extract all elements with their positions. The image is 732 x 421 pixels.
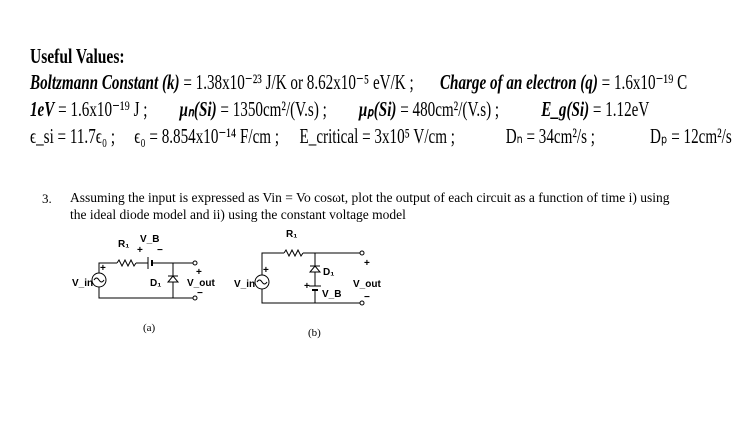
circuit-b-caption: (b) bbox=[308, 327, 321, 339]
circuit-a-out-top-terminal bbox=[192, 260, 198, 266]
eps-0: ϵ₀ = 8.854x10⁻¹⁴ F/cm ; bbox=[134, 124, 280, 148]
circuit-b bbox=[254, 248, 365, 306]
circuit-b-battery-plus: + bbox=[304, 281, 310, 292]
circuit-a-caption: (a) bbox=[143, 322, 156, 334]
mup-value: = 480cm²/(V.s) ; bbox=[396, 97, 500, 121]
charge-value: = 1.6x10⁻¹⁹ C bbox=[597, 70, 688, 94]
eg-value: = 1.12eV bbox=[589, 97, 650, 121]
mun-label: μₙ(Si) bbox=[179, 97, 217, 121]
constants-row-3: ϵ_si = 11.7ϵ₀ ; ϵ₀ = 8.854x10⁻¹⁴ F/cm ; … bbox=[30, 124, 732, 149]
circuit-a-resistor bbox=[116, 258, 137, 268]
dn-value: Dₙ = 34cm²/s ; bbox=[505, 124, 595, 148]
circuit-a-vout-plus: + bbox=[196, 267, 202, 278]
ev-label: 1eV bbox=[30, 97, 55, 121]
circuit-b-vout-plus: + bbox=[364, 258, 370, 269]
circuit-a-battery-minus: − bbox=[157, 245, 163, 256]
question-text: Assuming the input is expressed as Vin =… bbox=[70, 190, 670, 222]
heading: Useful Values: bbox=[30, 44, 125, 68]
question-number: 3. bbox=[42, 191, 52, 206]
circuit-b-diode bbox=[308, 265, 322, 273]
mun-value: = 1350cm²/(V.s) ; bbox=[216, 97, 327, 121]
circuit-a-vin-label: V_in bbox=[72, 278, 93, 289]
ev-value: = 1.6x10⁻¹⁹ J ; bbox=[54, 97, 148, 121]
circuit-a-vout-minus: − bbox=[197, 288, 203, 299]
circuit-b-vb-label: V_B bbox=[322, 289, 341, 300]
circuit-b-resistor bbox=[283, 248, 304, 258]
circuit-b-r1-label: R₁ bbox=[286, 229, 297, 240]
charge-label: Charge of an electron (q) bbox=[439, 70, 598, 94]
circuit-b-source-wave bbox=[256, 279, 268, 285]
circuit-b-out-bottom-terminal bbox=[359, 300, 365, 306]
circuit-a-source-plus: + bbox=[100, 263, 106, 274]
circuit-a-battery-plus: + bbox=[137, 245, 143, 256]
boltzmann-label: Boltzmann Constant (k) bbox=[30, 70, 180, 94]
circuit-b-vout-minus: − bbox=[364, 292, 370, 303]
circuit-a-vb-label: V_B bbox=[140, 234, 159, 245]
dp-value: Dₚ = 12cm²/s bbox=[650, 124, 732, 148]
constants-row-1: Boltzmann Constant (k) = 1.38x10⁻²³ J/K … bbox=[30, 70, 687, 95]
circuit-b-vout-label: V_out bbox=[353, 279, 381, 290]
eg-label: E_g(Si) bbox=[541, 97, 590, 121]
mup-label: μₚ(Si) bbox=[358, 97, 397, 121]
circuit-a-source-wave bbox=[93, 277, 105, 283]
circuit-a-d1-label: D₁ bbox=[150, 278, 161, 289]
boltzmann-value: = 1.38x10⁻²³ J/K or 8.62x10⁻⁵ eV/K ; bbox=[179, 70, 414, 94]
e-critical: E_critical = 3x10⁵ V/cm ; bbox=[299, 124, 455, 148]
circuit-b-vin-label: V_in bbox=[234, 279, 255, 290]
eps-si: ϵ_si = 11.7ϵ₀ ; bbox=[30, 124, 116, 148]
circuit-a bbox=[91, 257, 198, 301]
circuit-b-d1-label: D₁ bbox=[323, 267, 334, 278]
circuit-a-vout-label: V_out bbox=[187, 278, 215, 289]
circuit-a-diode bbox=[166, 275, 180, 283]
circuit-a-r1-label: R₁ bbox=[118, 239, 129, 250]
constants-row-2: 1eV = 1.6x10⁻¹⁹ J ; μₙ(Si) = 1350cm²/(V.… bbox=[30, 97, 649, 122]
circuit-a-out-bottom-terminal bbox=[192, 295, 198, 301]
circuit-b-source-plus: + bbox=[263, 265, 269, 276]
circuit-b-out-top-terminal bbox=[359, 250, 365, 256]
